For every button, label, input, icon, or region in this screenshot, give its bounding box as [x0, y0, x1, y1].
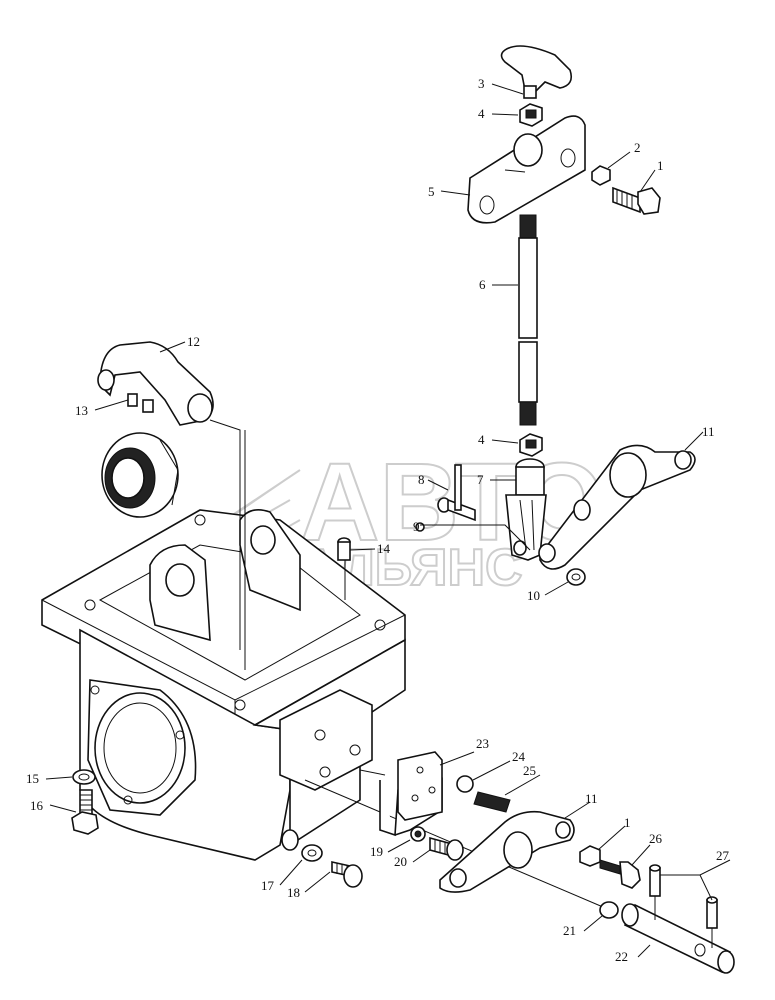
shaft-22 [621, 903, 735, 974]
callout-label: 7 [477, 472, 484, 487]
callout-label: 27 [716, 848, 730, 863]
callout-label: 8 [418, 472, 425, 487]
nut-1-lower [579, 845, 601, 867]
bolt-20 [429, 836, 464, 861]
nut-4-top [519, 103, 543, 127]
pin-8 [437, 464, 476, 522]
shift-rod [518, 214, 538, 426]
washer-19 [410, 826, 426, 842]
pins-13 [127, 393, 154, 413]
nut-4-lower [519, 433, 543, 457]
callout-label: 2 [634, 140, 641, 155]
callout-label: 1 [624, 815, 631, 830]
callout-labels: 3 4 5 2 1 6 4 7 8 9 10 11 12 13 14 15 16… [26, 76, 730, 964]
callout-label: 13 [75, 403, 88, 418]
callout-label: 23 [476, 736, 489, 751]
callout-label: 24 [512, 749, 526, 764]
callout-label: 10 [527, 588, 540, 603]
shift-knob [500, 45, 573, 99]
callout-label: 19 [370, 844, 383, 859]
callout-label: 25 [523, 763, 536, 778]
alignment-lines [79, 419, 611, 911]
ball-24 [456, 775, 474, 793]
gearbox-housing [41, 509, 406, 861]
callout-label: 4 [478, 432, 485, 447]
spring-25 [473, 791, 511, 813]
callout-label: 14 [377, 541, 391, 556]
callout-label: 17 [261, 878, 275, 893]
callout-label: 12 [187, 334, 200, 349]
callout-label: 5 [428, 184, 435, 199]
washer-17 [301, 844, 323, 862]
callout-label: 26 [649, 831, 663, 846]
washer-2 [591, 165, 611, 186]
callout-leaders [45, 83, 731, 958]
callout-label: 3 [478, 76, 485, 91]
callout-label: 1 [657, 158, 664, 173]
fork-clevis [505, 458, 547, 561]
lever-11-lower [439, 810, 575, 893]
cap-21 [599, 901, 619, 919]
callout-label: 16 [30, 798, 44, 813]
lever-11-top [538, 444, 696, 570]
callout-label: 11 [702, 424, 715, 439]
callout-label: 6 [479, 277, 486, 292]
coupling-12 [97, 341, 214, 426]
callout-label: 9 [413, 519, 420, 534]
callout-label: 18 [287, 885, 300, 900]
pin-14 [337, 537, 351, 561]
bolt-26 [599, 859, 641, 889]
bolt-16 [71, 789, 99, 835]
callout-label: 4 [478, 106, 485, 121]
bracket-plate [467, 115, 586, 224]
callout-label: 11 [585, 791, 598, 806]
bolt-18 [331, 861, 363, 888]
washer-15 [72, 769, 96, 785]
callout-label: 21 [563, 923, 576, 938]
callout-label: 22 [615, 949, 628, 964]
callout-label: 20 [394, 854, 407, 869]
splined-gear [101, 432, 179, 518]
washer-10 [566, 568, 586, 586]
bolt-1 [612, 186, 661, 215]
bracket-23 [379, 751, 443, 837]
callout-label: 15 [26, 771, 39, 786]
